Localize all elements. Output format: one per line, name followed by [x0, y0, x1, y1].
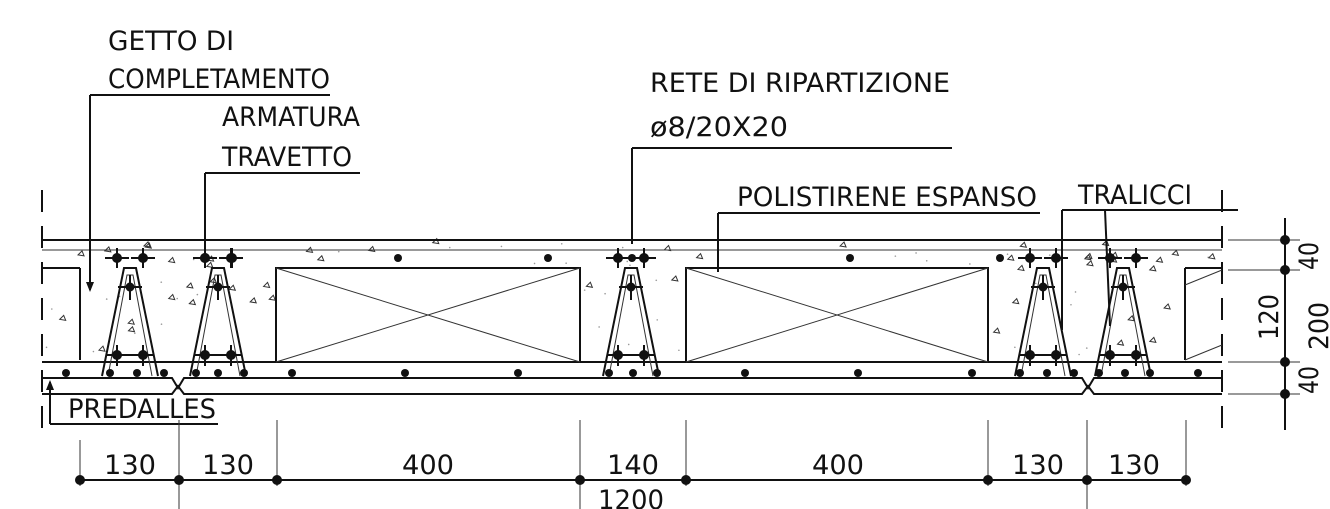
dim-400-b: 400 — [812, 450, 864, 481]
vertical-dimensions: 40 120 40 200 — [1228, 218, 1330, 430]
label-polistirene: POLISTIRENE ESPANSO — [737, 182, 1037, 213]
leader-lines — [46, 94, 1238, 425]
predalle-bar-19 — [1070, 369, 1078, 377]
truss-5 — [1094, 248, 1152, 377]
predalle-bar-20 — [1095, 369, 1103, 377]
polystyrene-block-1 — [275, 267, 581, 363]
mesh-bar-5 — [996, 254, 1004, 262]
dim-vert-40-bottom: 40 — [1294, 366, 1325, 394]
predalle-bar-4 — [160, 369, 168, 377]
dim-130-a: 130 — [104, 450, 156, 481]
predalle-bar-17 — [1016, 369, 1024, 377]
predalle-bar-18 — [1043, 369, 1051, 377]
predalle-bar-15 — [854, 369, 862, 377]
travetto-bar-1 — [200, 253, 210, 263]
polystyrene-block-2 — [685, 267, 989, 363]
predalle-bar-12 — [629, 369, 637, 377]
section-boundaries — [41, 190, 1223, 440]
dim-130-d: 130 — [1108, 450, 1160, 481]
label-armatura-line2: TRAVETTO — [221, 142, 352, 173]
truss-1 — [101, 248, 159, 377]
predalle-bar-5 — [192, 369, 200, 377]
concrete-hatch — [45, 237, 1216, 356]
mesh-bar-1 — [394, 254, 402, 262]
predalle-bar-2 — [106, 369, 114, 377]
mesh-bar-3 — [628, 254, 636, 262]
dim-140: 140 — [607, 450, 659, 481]
label-getto-line1: GETTO DI — [108, 26, 234, 57]
predalle-bar-22 — [1146, 369, 1154, 377]
label-rete-line1: RETE DI RIPARTIZIONE — [650, 68, 950, 99]
label-predalles: PREDALLES — [68, 394, 216, 425]
predalle-bar-21 — [1121, 369, 1129, 377]
mesh-bar-2 — [544, 254, 552, 262]
label-tralicci: TRALICCI — [1077, 180, 1192, 211]
truss-3 — [602, 248, 660, 377]
predalle-bar-14 — [741, 369, 749, 377]
predalle-bar-6 — [214, 369, 222, 377]
predalle-bar-11 — [605, 369, 613, 377]
mesh-bar-4 — [846, 254, 854, 262]
predalle-bar-8 — [288, 369, 296, 377]
label-getto-line2: COMPLETAMENTO — [108, 64, 330, 95]
predalle-bar-3 — [133, 369, 141, 377]
truss-4 — [1014, 248, 1072, 377]
truss-2 — [189, 248, 247, 377]
travetto-bar-2 — [227, 253, 237, 263]
dim-vert-120: 120 — [1254, 294, 1285, 340]
dim-400-a: 400 — [402, 450, 454, 481]
dim-130-b: 130 — [202, 450, 254, 481]
predalle-bar-10 — [514, 369, 522, 377]
truss-group — [101, 248, 1152, 377]
label-rete-line2: ø8/20X20 — [650, 112, 788, 143]
predalle-bar-1 — [62, 369, 70, 377]
predalle-bar-9 — [401, 369, 409, 377]
predalle-bar-7 — [240, 369, 248, 377]
horizontal-dimensions: 130 130 400 140 400 130 130 1200 — [75, 420, 1191, 509]
predalle-bar-13 — [653, 369, 661, 377]
predalle-bar-23 — [1194, 369, 1202, 377]
labels: GETTO DI COMPLETAMENTO ARMATURA TRAVETTO… — [68, 26, 1192, 425]
dim-130-c: 130 — [1012, 450, 1064, 481]
dim-vert-total: 200 — [1304, 302, 1330, 350]
dim-vert-40-top: 40 — [1294, 242, 1325, 270]
predalle-bar-16 — [968, 369, 976, 377]
dim-total: 1200 — [598, 485, 664, 509]
label-armatura-line1: ARMATURA — [222, 102, 360, 133]
